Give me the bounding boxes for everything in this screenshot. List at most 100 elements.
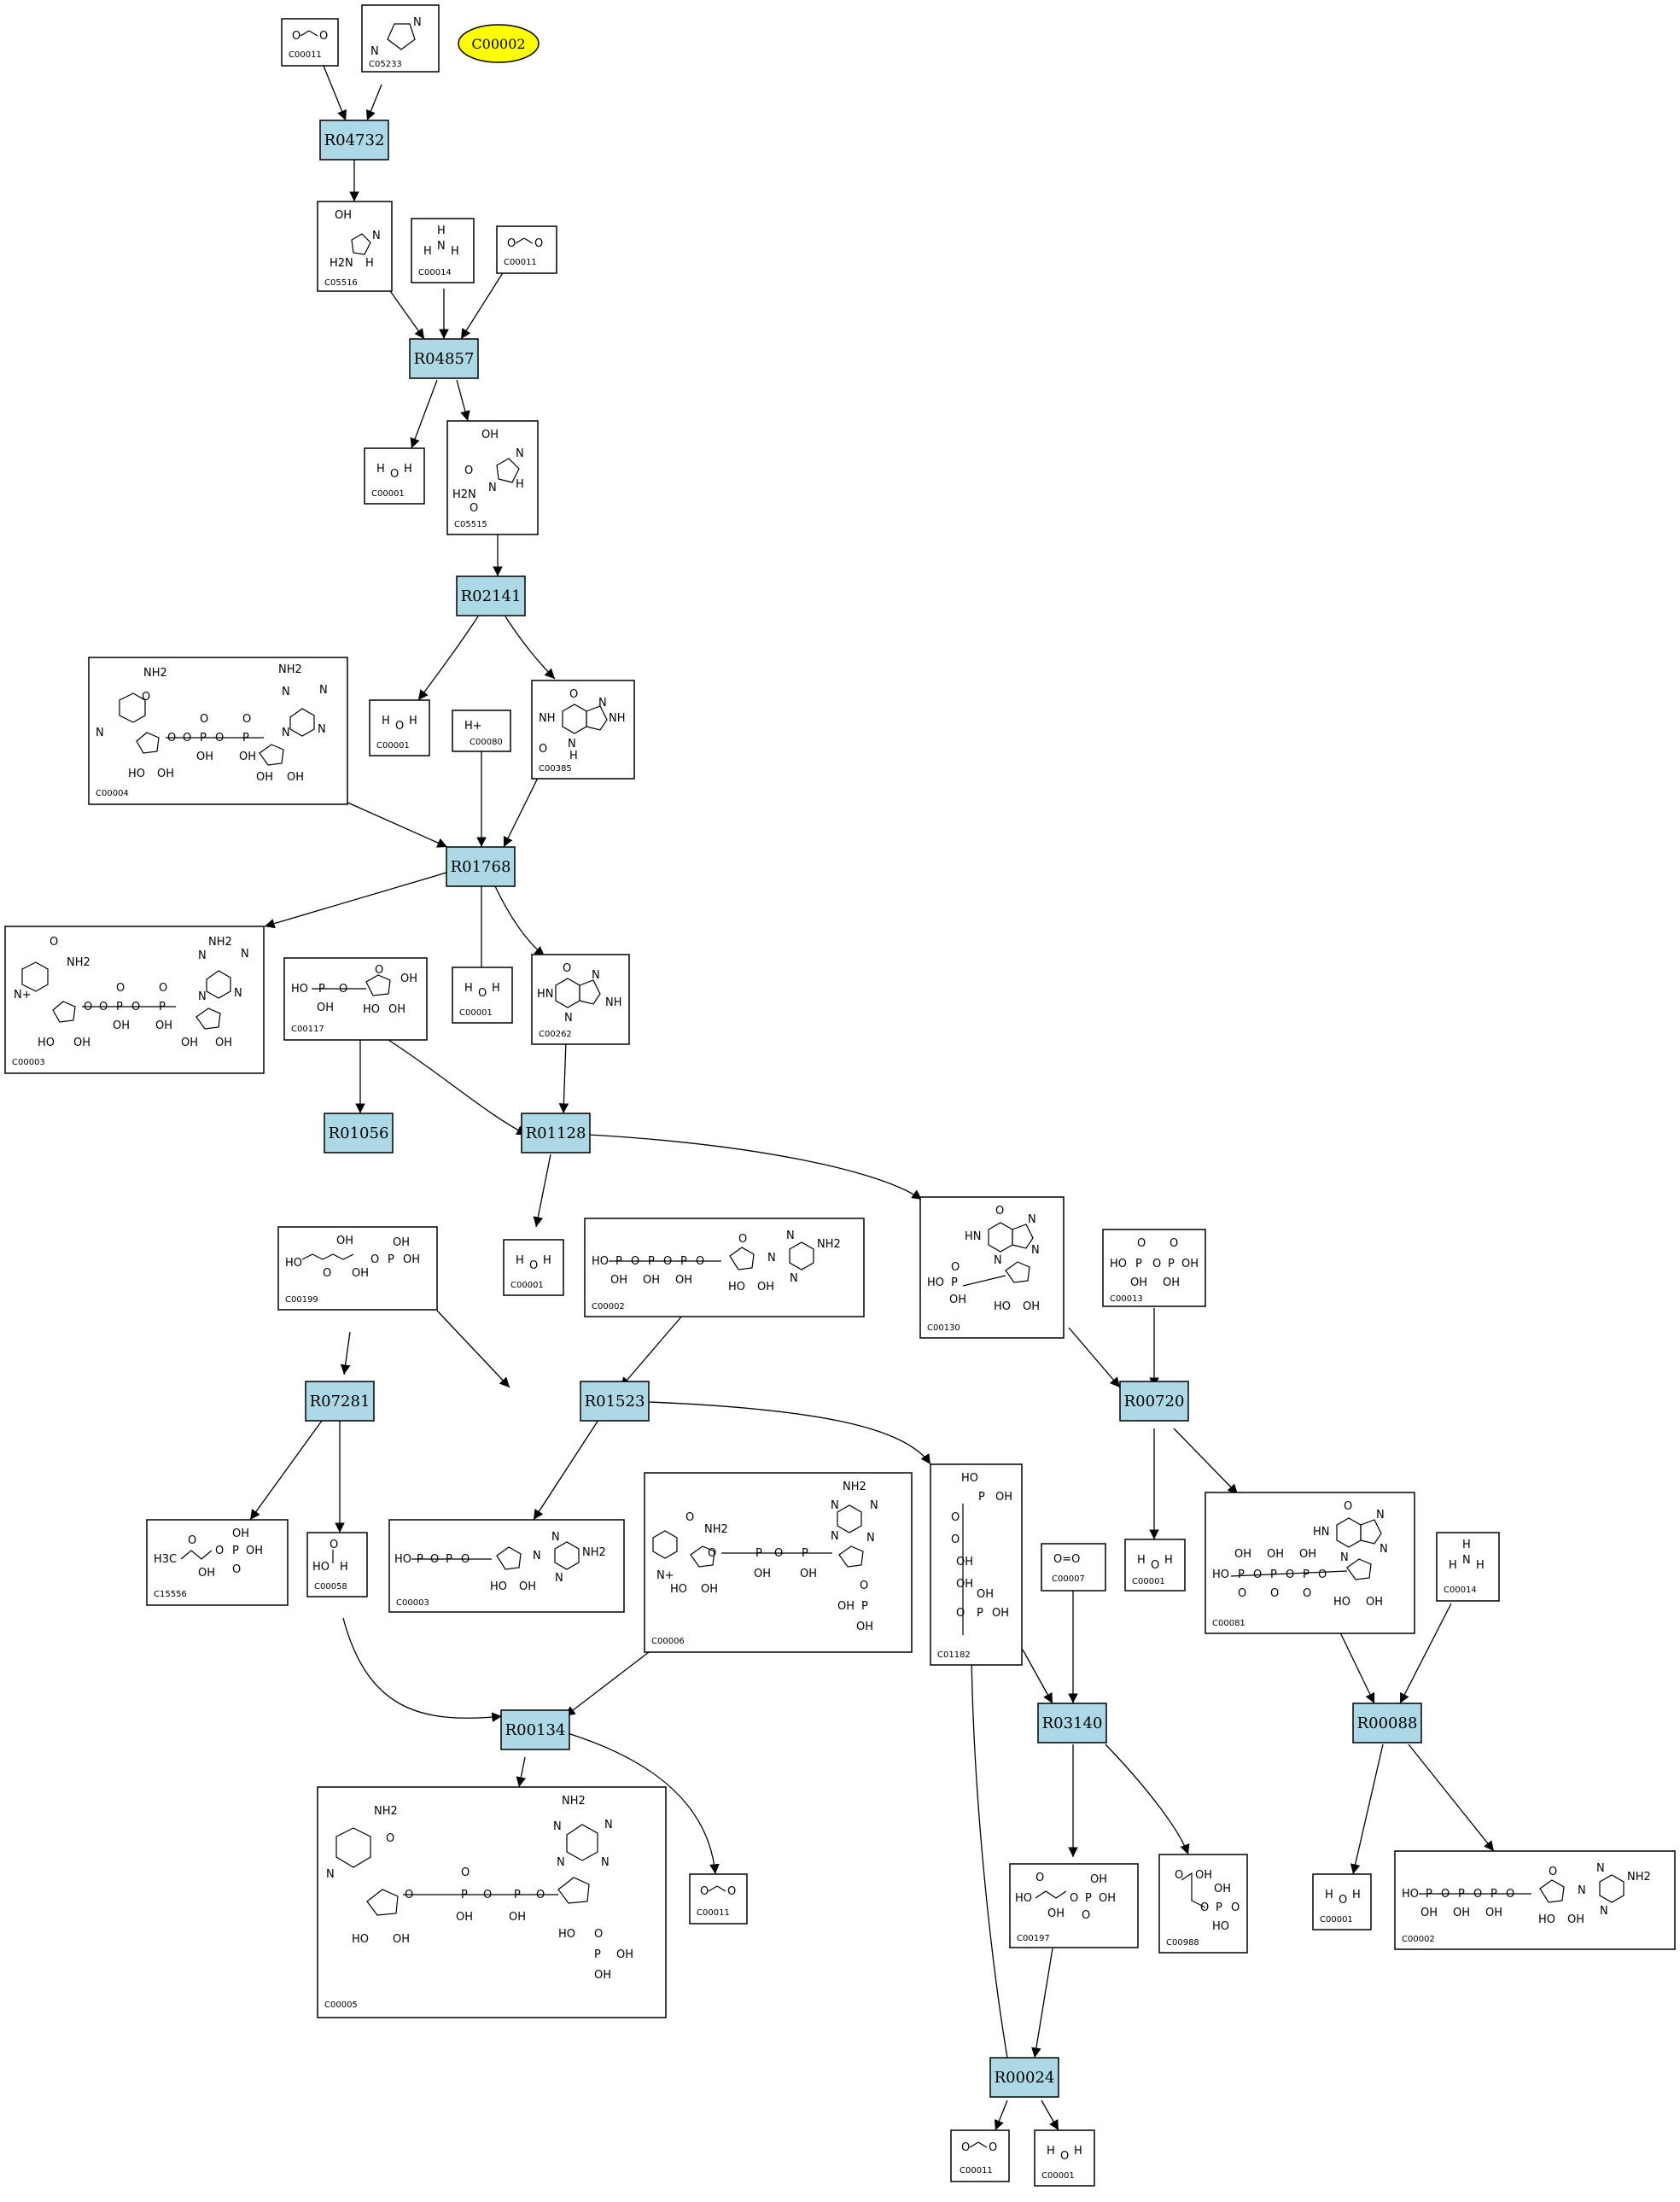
- reaction-node[interactable]: R04857: [409, 338, 479, 379]
- reaction-label: R04857: [414, 350, 475, 368]
- compound-node[interactable]: H N H H C00014: [1436, 1532, 1500, 1602]
- ring: [1012, 1224, 1034, 1249]
- reaction-node[interactable]: R00134: [500, 1709, 570, 1750]
- atom-label: O: [1344, 1500, 1352, 1513]
- compound-node[interactable]: O NH N O N H NH C00385: [531, 680, 635, 780]
- compound-node[interactable]: H O H C00001: [503, 1239, 564, 1296]
- compound-node[interactable]: O O C00011: [950, 2129, 1010, 2182]
- compound-node[interactable]: H O H C00001: [1312, 1873, 1372, 1930]
- atom-label: P: [388, 1253, 394, 1266]
- compound-id: C00199: [285, 1295, 318, 1305]
- compound-node[interactable]: O O HO P O P OH OH OH C00013: [1102, 1229, 1206, 1307]
- reaction-node[interactable]: R04732: [319, 120, 389, 161]
- reaction-node[interactable]: R00088: [1352, 1703, 1422, 1743]
- edge: [1350, 1743, 1384, 1875]
- compound-node[interactable]: HO P O P O P O OH OH OH O N N NH2 N HO O…: [1394, 1850, 1676, 1950]
- compound-node[interactable]: O NH2 N+ O O P O P O O OH OH NH2 N N N N…: [4, 926, 265, 1074]
- bond-line: [977, 2141, 988, 2148]
- compound-node[interactable]: O HN N N N OH OH OH HO P O P O P O O O O…: [1205, 1492, 1415, 1634]
- bond-line: [308, 30, 318, 37]
- ring: [351, 233, 371, 255]
- compound-id: C00011: [697, 1908, 730, 1918]
- atom-label: O: [534, 237, 543, 250]
- reaction-node[interactable]: R00024: [989, 2057, 1059, 2098]
- compound-node[interactable]: HO P O P O N NH2 N N HO OH C00003: [388, 1519, 625, 1613]
- compound-node[interactable]: O O C00011: [281, 18, 339, 67]
- reaction-node[interactable]: R07281: [305, 1381, 375, 1422]
- compound-node[interactable]: NH2 O N O P O P O O OH OH NH2 N N N N HO…: [317, 1786, 667, 2018]
- reaction-node[interactable]: R02141: [456, 575, 526, 616]
- compound-id: C05515: [454, 520, 487, 529]
- atom-label: OH: [317, 1002, 334, 1014]
- atom-label: P: [978, 1491, 985, 1504]
- atom-label: P: [755, 1547, 762, 1560]
- atom-label: HO: [363, 1003, 380, 1016]
- atom-label: O: [188, 1534, 196, 1547]
- bond-line: [515, 237, 525, 244]
- ring: [365, 974, 391, 996]
- compound-node[interactable]: H O H C00001: [1124, 1539, 1186, 1592]
- atom-label: N: [1376, 1509, 1385, 1522]
- compound-node[interactable]: O HO OH O P OH OH O C00197: [1009, 1863, 1139, 1948]
- reaction-node[interactable]: R03140: [1037, 1703, 1107, 1743]
- compound-node[interactable]: O HN N N NH C00262: [531, 954, 630, 1045]
- compound-id: C00001: [371, 489, 405, 499]
- compound-node[interactable]: NH2 O N+ O P P O OH OH HO OH NH2 N N N N…: [644, 1472, 913, 1653]
- atom-label: P: [446, 1553, 452, 1566]
- atom-label: N: [282, 686, 290, 698]
- atom-label: O: [242, 713, 251, 726]
- atom-label: O: [1152, 1258, 1161, 1270]
- compound-node[interactable]: O HO H C00058: [306, 1532, 368, 1597]
- compound-node[interactable]: O H3C O P OH OH OH O C15556: [146, 1519, 289, 1606]
- start-node[interactable]: C00002: [458, 24, 540, 63]
- atom-label: OH: [594, 1969, 611, 1982]
- compound-node[interactable]: NH2 O N O O P O P O O OH OH NH2 N N N N …: [88, 657, 348, 805]
- ring: [52, 1001, 76, 1023]
- compound-node[interactable]: OH O N H2N N H O C05515: [446, 420, 539, 535]
- atom-label: O: [1175, 1869, 1183, 1882]
- compound-node[interactable]: O=O C00007: [1041, 1543, 1106, 1592]
- atom-label: O: [323, 1267, 331, 1280]
- atom-label: HO: [592, 1255, 609, 1268]
- atom-label: O: [1200, 1901, 1209, 1914]
- compound-node[interactable]: H N H H C00014: [411, 218, 475, 283]
- compound-node[interactable]: HO P O P O P O OH OH OH O N N NH2 N HO O…: [584, 1218, 865, 1317]
- atom-label: OH: [1181, 1258, 1199, 1270]
- atom-label: OH: [616, 1948, 633, 1961]
- compound-node[interactable]: H O H C00001: [364, 447, 425, 505]
- compound-node[interactable]: N N C05233: [361, 4, 440, 73]
- atom-label: H: [543, 1254, 551, 1267]
- compound-node[interactable]: H+ C00080: [452, 710, 511, 752]
- atom-label: OH: [352, 1267, 369, 1280]
- atom-label: OH: [1234, 1548, 1251, 1561]
- reaction-label: R01056: [329, 1124, 389, 1142]
- reaction-node[interactable]: R01768: [446, 846, 516, 887]
- atom-label: P: [1490, 1888, 1497, 1901]
- compound-node[interactable]: HO P OH O O OH OH O P OH OH C01182: [930, 1463, 1023, 1666]
- atom-label: P: [951, 1276, 958, 1289]
- compound-node[interactable]: O O C00011: [689, 1873, 748, 1925]
- reaction-node[interactable]: R01523: [580, 1381, 650, 1422]
- atom-label: H3C: [154, 1553, 177, 1566]
- compound-node[interactable]: O O C00011: [496, 225, 557, 274]
- compound-node[interactable]: H O H C00001: [369, 699, 430, 756]
- compound-node[interactable]: H O H C00001: [1034, 2129, 1095, 2187]
- atom-label: NH: [605, 996, 622, 1009]
- atom-label: O: [995, 1205, 1004, 1218]
- compound-id: C00014: [418, 268, 452, 277]
- compound-node[interactable]: HO O OH OH O P OH OH C00199: [277, 1226, 438, 1311]
- atom-label: NH2: [582, 1546, 606, 1559]
- compound-node[interactable]: O HN N N N HO P O OH HO OH C00130: [919, 1196, 1065, 1339]
- ring: [496, 458, 520, 483]
- reaction-label: R00024: [995, 2069, 1055, 2087]
- compound-node[interactable]: OH H2N N H C05516: [317, 201, 393, 292]
- reaction-node[interactable]: R01056: [324, 1113, 394, 1154]
- reaction-node[interactable]: R00720: [1119, 1381, 1189, 1422]
- compound-node[interactable]: H O H C00001: [452, 967, 513, 1024]
- compound-node[interactable]: HO P O OH O OH HO OH C00117: [283, 957, 428, 1041]
- compound-node[interactable]: O OH OH O P O HO C00988: [1158, 1854, 1248, 1954]
- atom-label: N: [598, 697, 607, 710]
- edge: [1408, 1743, 1495, 1852]
- atom-label: H+: [464, 720, 482, 733]
- reaction-node[interactable]: R01128: [521, 1113, 591, 1154]
